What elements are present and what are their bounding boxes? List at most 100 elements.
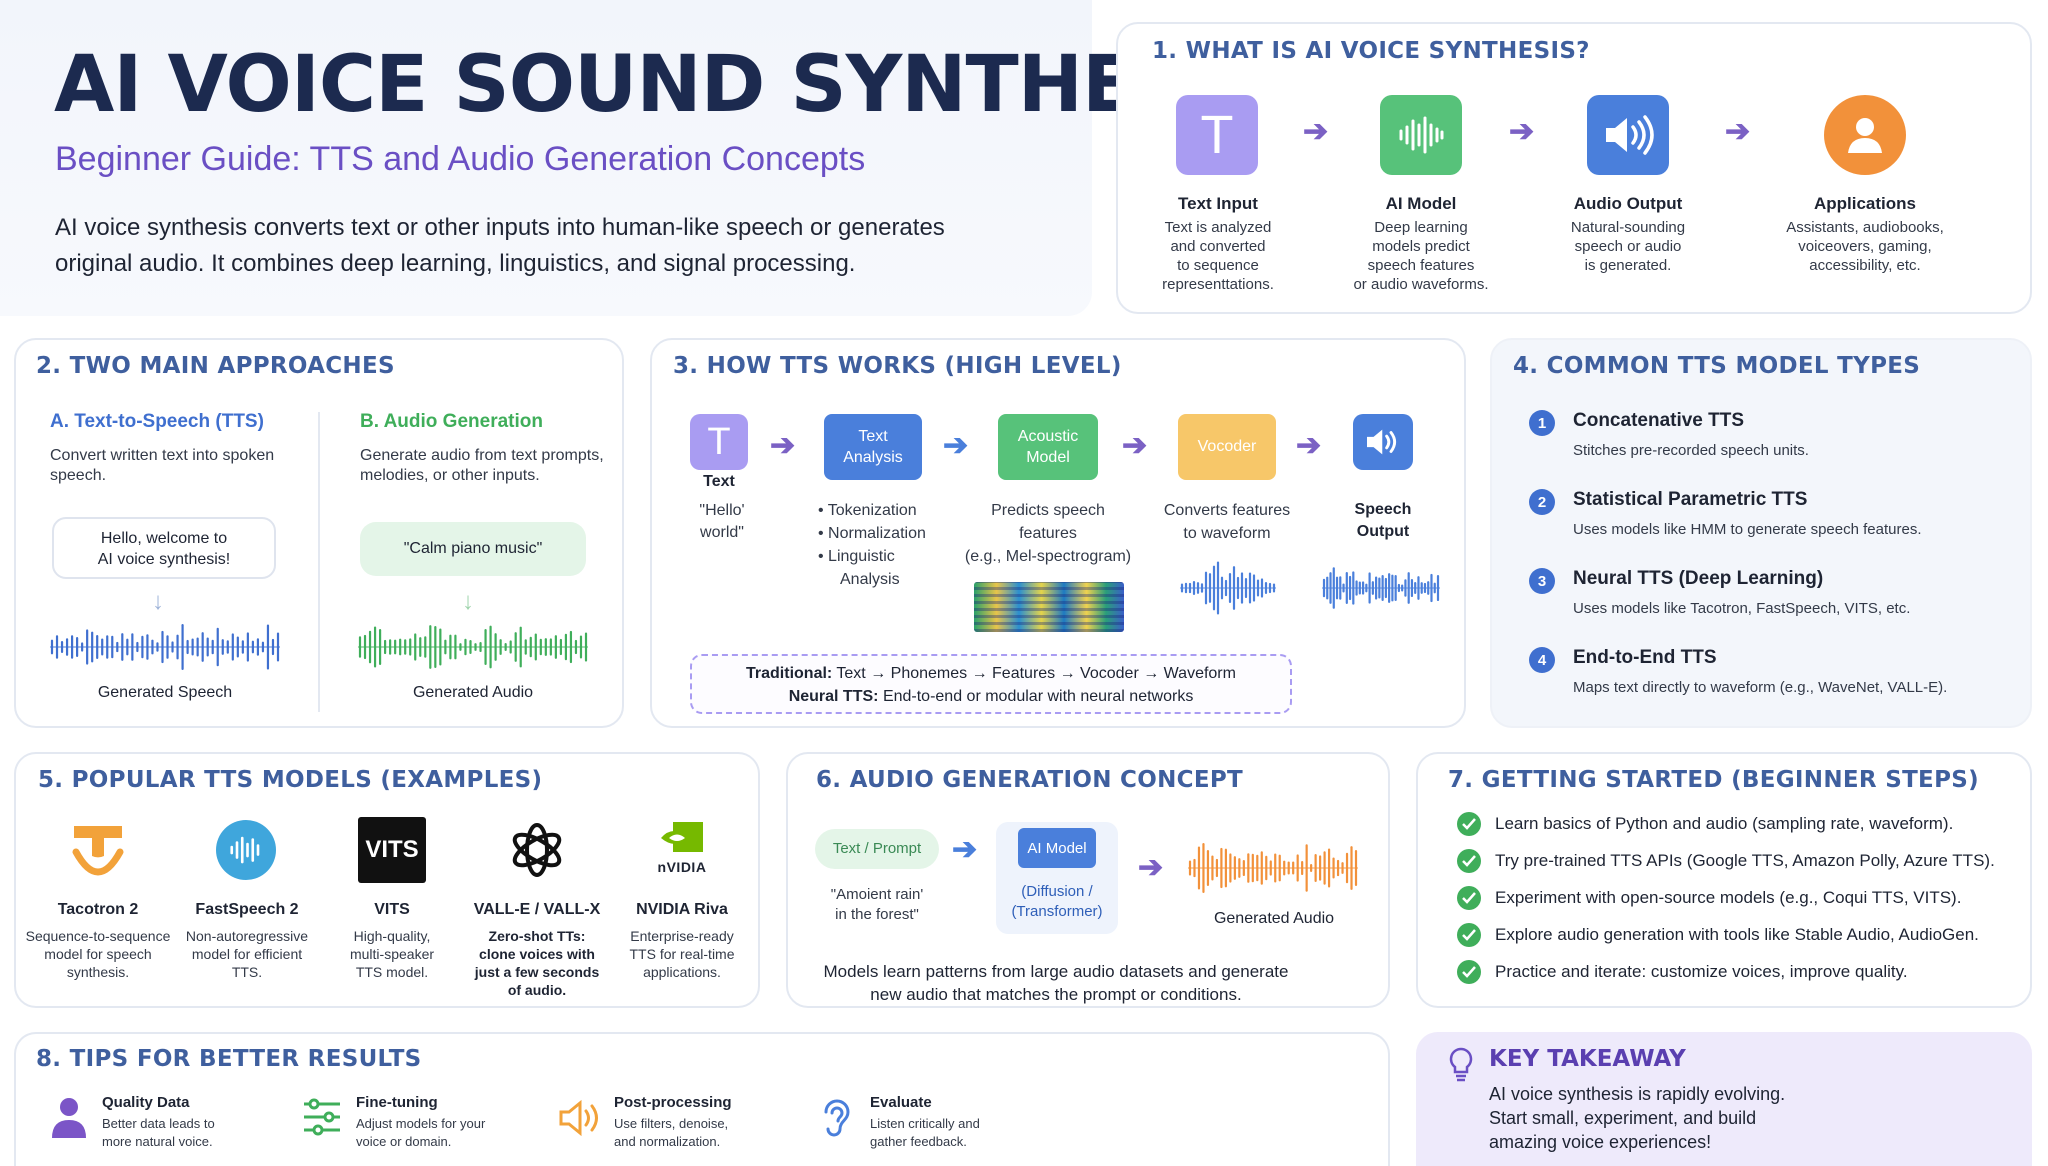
audio-generation-note: Models learn patterns from large audio d… <box>823 962 1289 1004</box>
down-arrow-icon: ↓ <box>462 588 474 615</box>
section-getting-started <box>1416 752 2032 1008</box>
number-badge: 4 <box>1529 647 1555 673</box>
mel-spectrogram <box>974 582 1124 632</box>
openai-logo-icon <box>504 817 570 888</box>
arrow-icon: ➔ <box>1303 115 1329 148</box>
audiogen-desc: Generate audio from text prompts,melodie… <box>360 447 604 484</box>
number-badge: 1 <box>1529 410 1555 436</box>
arrow-icon: ➔ <box>1296 429 1322 462</box>
step-item: Practice and iterate: customize voices, … <box>1495 962 1908 981</box>
check-icon <box>1457 812 1481 836</box>
model-type-desc: Stitches pre-recorded speech units. <box>1573 442 1809 459</box>
step-desc: Assistants, audiobooks,voiceovers, gamin… <box>1786 219 1944 274</box>
check-icon <box>1457 923 1481 947</box>
sliders-icon <box>302 1096 342 1143</box>
arrow-icon: ➔ <box>1725 115 1751 148</box>
model-type-name: End-to-End TTS <box>1573 647 1717 668</box>
ai-model-box: AI Model <box>1018 828 1096 868</box>
number-badge: 3 <box>1529 568 1555 594</box>
tts-title: A. Text-to-Speech (TTS) <box>50 411 264 432</box>
audiogen-caption: Generated Audio <box>412 684 534 701</box>
speech-output-waveform <box>1322 567 1440 609</box>
user-data-icon <box>50 1096 88 1143</box>
vocoder-box: Vocoder <box>1178 414 1276 480</box>
text-t-icon: T <box>1176 95 1258 175</box>
arrow-icon: ➔ <box>1509 115 1535 148</box>
model-type-name: Concatenative TTS <box>1573 410 1745 431</box>
check-icon <box>1457 886 1481 910</box>
arrow-icon: ➔ <box>1138 851 1164 884</box>
section-model-types <box>1490 338 2032 728</box>
audio-waveform <box>358 625 588 669</box>
speaker-icon <box>1587 95 1669 175</box>
intro-line-1: AI voice synthesis converts text or othe… <box>55 214 945 241</box>
prompt-pill: Text / Prompt <box>815 829 939 869</box>
arrow-icon: ➔ <box>770 429 796 462</box>
prompt-example: "Amoient rain'in the forest" <box>830 886 924 923</box>
approaches-divider <box>318 412 320 712</box>
section-3-title: 3. HOW TTS WORKS (HIGH LEVEL) <box>673 353 1122 379</box>
page-title: AI VOICE SOUND SYNTHESIS <box>54 40 1274 130</box>
nvidia-logo: nVIDIA <box>650 820 714 880</box>
section-7-title: 7. GETTING STARTED (BEGINNER STEPS) <box>1448 767 1979 793</box>
step-item: Learn basics of Python and audio (sampli… <box>1495 814 1954 833</box>
user-icon <box>1824 95 1906 175</box>
model-type-name: Neural TTS (Deep Learning) <box>1573 568 1824 589</box>
generated-audio-waveform <box>1188 843 1358 893</box>
arrow-icon: ➔ <box>1122 429 1148 462</box>
ai-model-sub: (Diffusion /(Transformer) <box>1011 883 1103 920</box>
waveform-icon <box>1380 95 1462 175</box>
section-5-title: 5. POPULAR TTS MODELS (EXAMPLES) <box>38 767 543 793</box>
page-subtitle: Beginner Guide: TTS and Audio Generation… <box>55 140 866 178</box>
section-tips <box>14 1032 1390 1166</box>
step-item: Try pre-trained TTS APIs (Google TTS, Am… <box>1495 851 1995 870</box>
tacotron-logo-icon <box>70 820 126 887</box>
model-type-desc: Maps text directly to waveform (e.g., Wa… <box>1573 679 1948 696</box>
text-t-icon: T <box>690 414 748 470</box>
step-item: Experiment with open-source models (e.g.… <box>1495 888 1962 907</box>
section-2-title: 2. TWO MAIN APPROACHES <box>36 353 395 379</box>
check-icon <box>1457 849 1481 873</box>
section-1-title: 1. WHAT IS AI VOICE SYNTHESIS? <box>1152 38 1590 64</box>
generated-audio-label: Generated Audio <box>1213 910 1335 927</box>
tts-pipeline-note: Traditional: Text → Phonemes → Features … <box>690 654 1292 714</box>
takeaway-title: KEY TAKEAWAY <box>1489 1046 1686 1072</box>
text-analysis-items: • Tokenization• Normalization• Linguisti… <box>818 502 926 588</box>
tts-caption: Generated Speech <box>97 684 233 701</box>
number-badge: 2 <box>1529 489 1555 515</box>
header-panel <box>0 0 1092 316</box>
model-type-desc: Uses models like Tacotron, FastSpeech, V… <box>1573 600 1911 617</box>
vits-logo: VITS <box>358 817 426 883</box>
section-4-title: 4. COMMON TTS MODEL TYPES <box>1513 353 1921 379</box>
model-card: VALL-E / VALL-X Zero-shot TTs:clone voic… <box>473 901 601 998</box>
step-applications: Applications Assistants, audiobooks,voic… <box>1760 194 1970 275</box>
audiogen-bubble: "Calm piano music" <box>360 522 586 576</box>
check-icon <box>1457 960 1481 984</box>
vocoder-waveform <box>1180 561 1276 615</box>
ear-icon <box>820 1096 854 1145</box>
audiogen-title: B. Audio Generation <box>360 411 543 432</box>
down-arrow-icon: ↓ <box>152 588 164 615</box>
arrow-icon: ➔ <box>943 429 969 462</box>
speaker-outline-icon <box>558 1098 602 1143</box>
text-label: Text <box>703 473 735 490</box>
section-6-title: 6. AUDIO GENERATION CONCEPT <box>816 767 1243 793</box>
tip-item: Post-processing Use filters, denoise,and… <box>614 1094 732 1149</box>
